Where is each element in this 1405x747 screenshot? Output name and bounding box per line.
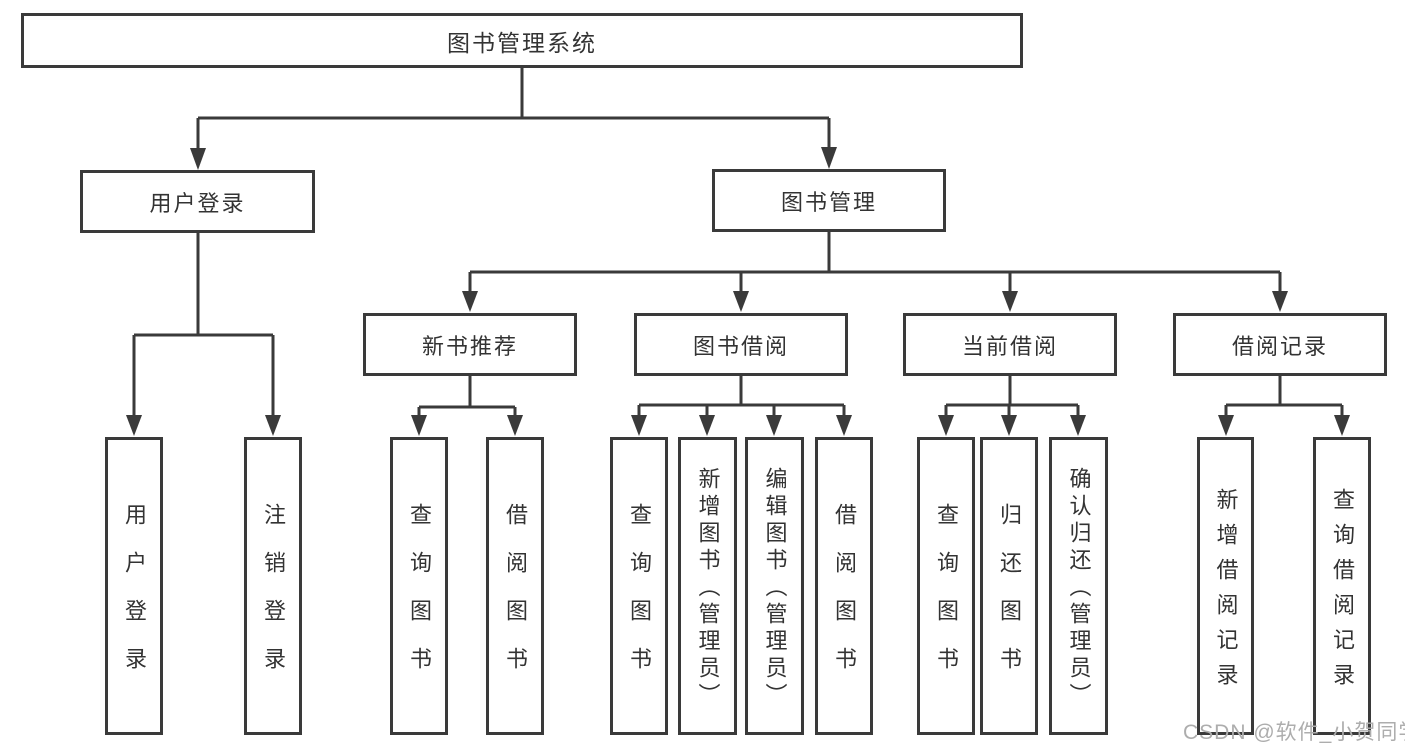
node-book-borrowing: 图书借阅 — [634, 313, 848, 376]
node-current-borrowing: 当前借阅 — [903, 313, 1117, 376]
node-borrowing-records: 借阅记录 — [1173, 313, 1387, 376]
leaf-borrow-books-1: 借阅图书 — [486, 437, 544, 735]
leaf-user-login: 用户登录 — [105, 437, 163, 735]
leaf-query-books-1: 查询图书 — [390, 437, 448, 735]
node-user-login-branch: 用户登录 — [80, 170, 315, 233]
leaf-borrow-books-2: 借阅图书 — [815, 437, 873, 735]
csdn-watermark: CSDN @软件_小贺同学 — [1183, 721, 1405, 744]
node-book-management-branch: 图书管理 — [712, 169, 946, 232]
leaf-add-books-admin: 新增图书（管理员） — [678, 437, 737, 735]
leaf-query-books-2: 查询图书 — [610, 437, 668, 735]
leaf-return-books: 归还图书 — [980, 437, 1038, 735]
leaf-confirm-return-admin: 确认归还（管理员） — [1049, 437, 1108, 735]
node-library-management-system: 图书管理系统 — [21, 13, 1023, 68]
node-new-book-recommend: 新书推荐 — [363, 313, 577, 376]
leaf-add-borrow-record: 新增借阅记录 — [1197, 437, 1254, 735]
leaf-query-borrow-record: 查询借阅记录 — [1313, 437, 1371, 735]
leaf-query-books-3: 查询图书 — [917, 437, 975, 735]
leaf-edit-books-admin: 编辑图书（管理员） — [745, 437, 804, 735]
leaf-logout: 注销登录 — [244, 437, 302, 735]
